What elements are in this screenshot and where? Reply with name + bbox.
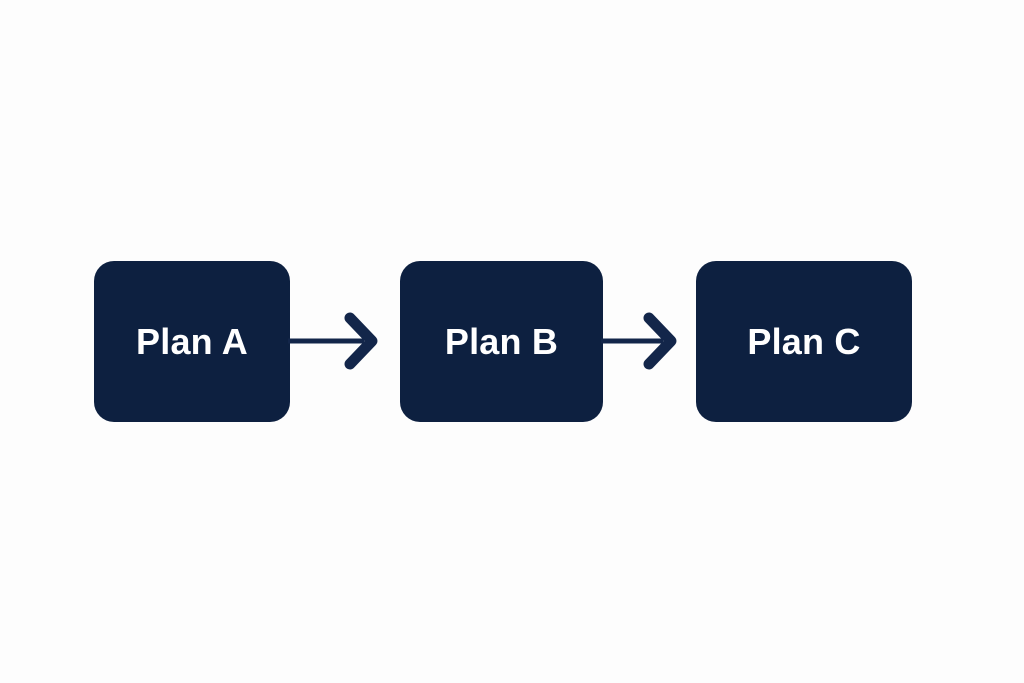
flow-node-plan-b[interactable]: Plan B <box>400 261 603 422</box>
flow-node-label: Plan C <box>747 320 861 362</box>
flow-node-plan-a[interactable]: Plan A <box>94 261 290 422</box>
connector-plan-b-to-plan-c <box>601 311 677 371</box>
connector-plan-a-to-plan-b <box>288 311 378 371</box>
flow-node-plan-c[interactable]: Plan C <box>696 261 912 422</box>
flow-node-label: Plan B <box>444 320 559 362</box>
arrow-right-icon <box>601 312 677 370</box>
flow-node-label: Plan A <box>136 320 248 362</box>
arrow-right-icon <box>288 312 378 370</box>
